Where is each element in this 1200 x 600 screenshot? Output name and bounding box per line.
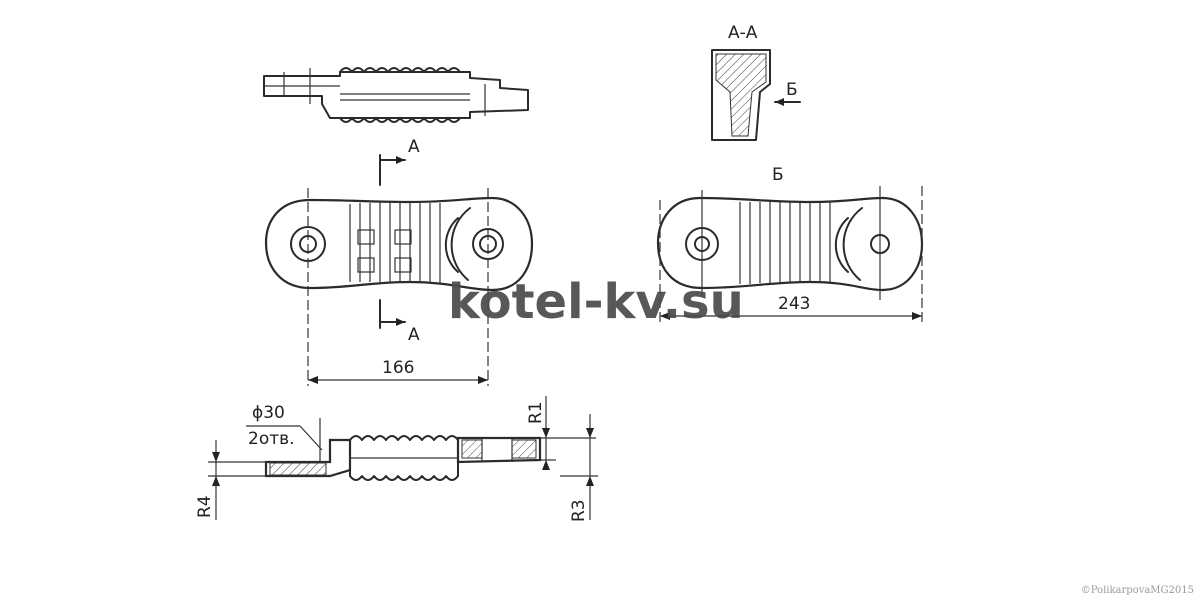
dimension-diameter: ϕ30: [252, 403, 285, 423]
dimension-r3: R3: [569, 499, 589, 522]
bottom-side-view: ϕ30 2отв. R4 R1 R3: [195, 396, 598, 522]
dimension-166: 166: [382, 358, 414, 378]
copyright-note: ©PolikarpovaMG2015: [1080, 585, 1194, 596]
section-a-a: А-А Б: [711, 23, 801, 141]
dimension-r1: R1: [526, 401, 546, 424]
site-watermark: kotel-kv.su: [448, 274, 744, 330]
view-b: Б 243: [656, 165, 924, 322]
view-arrow-label: Б: [786, 80, 798, 100]
view-b-ribs: [739, 202, 831, 284]
dimension-243: 243: [778, 294, 810, 314]
hole-count-note: 2отв.: [248, 429, 295, 449]
plan-ribs: [349, 202, 441, 284]
dimension-r4: R4: [195, 495, 215, 518]
top-side-view: [263, 67, 529, 123]
view-title: Б: [772, 165, 784, 185]
cut-mark-top: А: [408, 137, 420, 157]
section-title: А-А: [728, 23, 758, 43]
cut-mark-bottom: А: [408, 325, 420, 345]
plan-view: А А: [264, 137, 534, 386]
